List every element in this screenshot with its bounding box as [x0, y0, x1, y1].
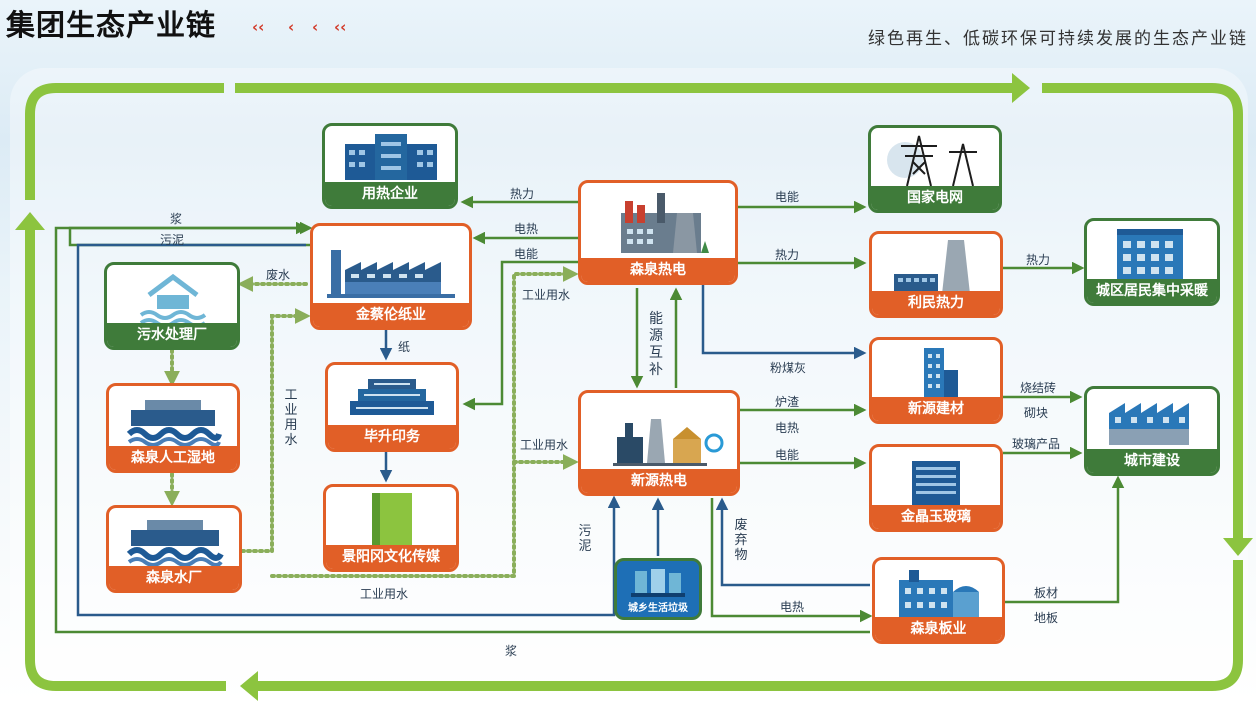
- edge-label: 工业用水: [522, 288, 571, 302]
- edge-label-vertical: 污泥: [578, 524, 592, 554]
- edge-label-vertical: 工业用水: [284, 388, 298, 448]
- building-materials-icon: [924, 348, 958, 398]
- edge-label: 热力: [775, 248, 800, 262]
- cooling-tower-icon: [894, 240, 970, 294]
- residential-building-icon: [1117, 229, 1183, 279]
- node-label: 新源热电: [581, 469, 737, 493]
- node-label: 森泉热电: [581, 258, 735, 282]
- node-label: 景阳冈文化传媒: [326, 545, 456, 569]
- trash-bin-icon: [631, 569, 685, 597]
- edge-label: 热力: [1026, 253, 1051, 267]
- node-board-industry: 森泉板业: [872, 557, 1005, 644]
- node-label: 森泉水厂: [109, 566, 239, 590]
- node-bisheng-printing: 毕升印务: [325, 362, 459, 452]
- node-label: 利民热力: [872, 291, 1000, 315]
- edge-label: 电热: [775, 421, 800, 435]
- edge-label: 污泥: [160, 233, 185, 247]
- node-label: 毕升印务: [328, 425, 456, 449]
- node-label: 国家电网: [871, 186, 999, 210]
- book-icon: [372, 493, 412, 547]
- edge-label: 电热: [780, 600, 805, 614]
- water-house-icon: [139, 273, 207, 327]
- edge-label: 电能: [514, 247, 539, 261]
- edge-label-vertical: 废弃物: [734, 518, 748, 563]
- node-urban-construction: 城市建设: [1084, 386, 1220, 476]
- chevron-decoration: ‹‹: [334, 18, 347, 36]
- chevron-decoration: ‹‹: [252, 18, 265, 36]
- water-plant-icon: [126, 520, 224, 567]
- node-label: 金蔡伦纸业: [313, 303, 469, 327]
- factory-icon: [327, 250, 455, 298]
- node-jingyang-media: 景阳冈文化传媒: [323, 484, 459, 572]
- node-label: 城市建设: [1087, 449, 1217, 473]
- node-wetland: 森泉人工湿地: [106, 383, 240, 473]
- printing-building-icon: [350, 379, 434, 415]
- node-waste: 城乡生活垃圾: [614, 558, 702, 620]
- edge-label: 工业用水: [360, 587, 409, 601]
- node-jinjingyu-glass: 金晶玉玻璃: [869, 444, 1003, 532]
- edge-label: 纸: [398, 340, 411, 354]
- edge-label: 炉渣: [775, 395, 800, 409]
- node-jincailun-paper: 金蔡伦纸业: [310, 223, 472, 330]
- city-factory-icon: [1109, 403, 1189, 445]
- node-label: 新源建材: [872, 397, 1000, 421]
- edge-label: 浆: [170, 212, 183, 226]
- edge-label: 浆: [505, 644, 518, 658]
- node-xinyuan-materials: 新源建材: [869, 337, 1003, 424]
- node-heat-enterprise: 用热企业: [322, 123, 458, 209]
- edge-label: 烧结砖: [1020, 381, 1057, 395]
- node-urban-heating: 城区居民集中采暖: [1084, 218, 1220, 306]
- edge-label: 工业用水: [520, 438, 569, 452]
- edge-label: 板材: [1034, 586, 1059, 600]
- edge-label-vertical: 能源互补: [649, 311, 663, 378]
- node-sewage-plant: 污水处理厂: [104, 262, 240, 350]
- page-subtitle: 绿色再生、低碳环保可持续发展的生态产业链: [868, 29, 1248, 49]
- edge-label: 电能: [775, 448, 800, 462]
- recycling-plant-icon: [613, 419, 724, 466]
- node-label: 森泉板业: [875, 617, 1002, 641]
- glass-factory-icon: [908, 461, 964, 508]
- node-water-plant: 森泉水厂: [106, 505, 242, 593]
- wetland-pool-icon: [126, 400, 222, 447]
- board-factory-icon: [899, 570, 979, 618]
- node-label: 用热企业: [325, 182, 455, 206]
- node-label: 森泉人工湿地: [109, 446, 237, 470]
- edge-label: 电热: [514, 222, 539, 236]
- page-title: 集团生态产业链: [6, 8, 217, 42]
- node-senquan-power: 森泉热电: [578, 180, 738, 285]
- node-label: 城乡生活垃圾: [628, 603, 688, 614]
- edge-label: 粉煤灰: [770, 361, 807, 375]
- power-plant-icon: [621, 193, 709, 253]
- edge-label: 电能: [775, 190, 800, 204]
- node-limin-heat: 利民热力: [869, 231, 1003, 318]
- transmission-tower-icon: [887, 135, 977, 187]
- node-label: 城区居民集中采暖: [1087, 279, 1217, 303]
- edge-label: 砌块: [1024, 406, 1049, 420]
- node-label: 金晶玉玻璃: [872, 505, 1000, 529]
- edge-label: 废水: [266, 268, 291, 282]
- edge-label: 热力: [510, 187, 535, 201]
- edge-label: 玻璃产品: [1012, 437, 1061, 451]
- node-xinyuan-power: 新源热电: [578, 390, 740, 496]
- node-label: 污水处理厂: [107, 323, 237, 347]
- chevron-decoration: ‹: [288, 18, 295, 36]
- office-building-icon: [345, 134, 437, 180]
- chevron-decoration: ‹: [312, 18, 319, 36]
- edge-label: 地板: [1034, 611, 1059, 625]
- node-state-grid: 国家电网: [868, 125, 1002, 213]
